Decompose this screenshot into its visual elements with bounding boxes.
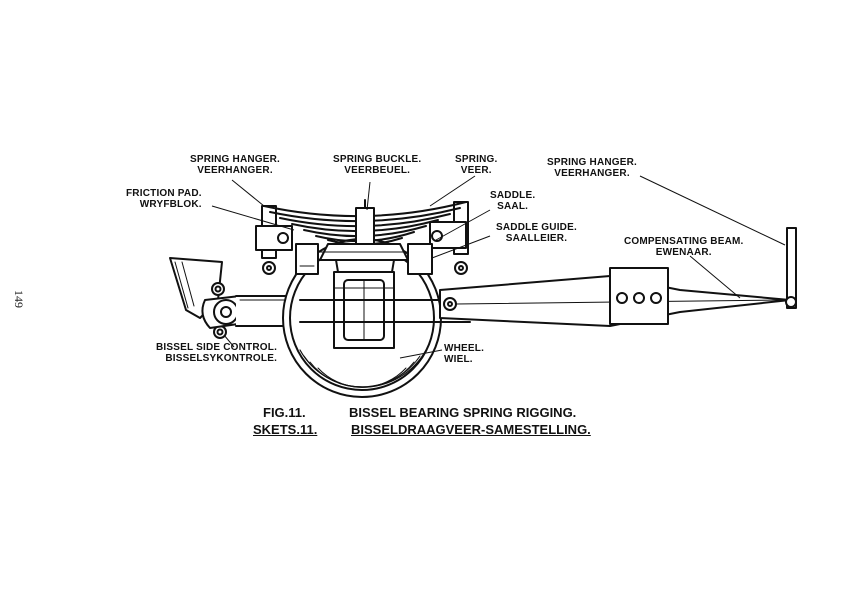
spring-buckle	[355, 199, 375, 245]
label-spring-hanger-left: SPRING HANGER. VEERHANGER.	[190, 154, 281, 176]
label-spring-hanger-right: SPRING HANGER. VEERHANGER.	[547, 157, 638, 179]
label-spring: SPRING. VEER.	[455, 154, 498, 176]
spring-hanger-left	[255, 205, 293, 275]
label-friction-pad: FRICTION PAD. WRYFBLOK.	[126, 188, 202, 210]
axlebox	[333, 271, 395, 349]
saddle	[319, 243, 411, 273]
beam-clamp	[609, 267, 669, 325]
caption-title-af: BISSELDRAAGVEER-SAMESTELLING.	[351, 422, 591, 437]
label-saddle: SADDLE. SAAL.	[490, 190, 536, 212]
label-wheel: WHEEL. WIEL.	[444, 343, 485, 365]
label-compensating-beam: COMPENSATING BEAM. EWENAAR.	[624, 236, 744, 258]
caption-fig-af: SKETS.11.	[253, 422, 318, 437]
label-saddle-guide: SADDLE GUIDE. SAALLEIER.	[496, 222, 577, 244]
bissel-side-control	[201, 282, 241, 339]
caption-title-en: BISSEL BEARING SPRING RIGGING.	[349, 405, 577, 420]
beam-end-hanger	[785, 227, 797, 309]
label-spring-buckle: SPRING BUCKLE. VEERBEUEL.	[333, 154, 422, 176]
saddle-guide	[295, 243, 433, 275]
label-bissel-side-control: BISSEL SIDE CONTROL. BISSELSYKONTROLE.	[156, 342, 278, 364]
caption-fig-en: FIG.11.	[263, 405, 306, 420]
